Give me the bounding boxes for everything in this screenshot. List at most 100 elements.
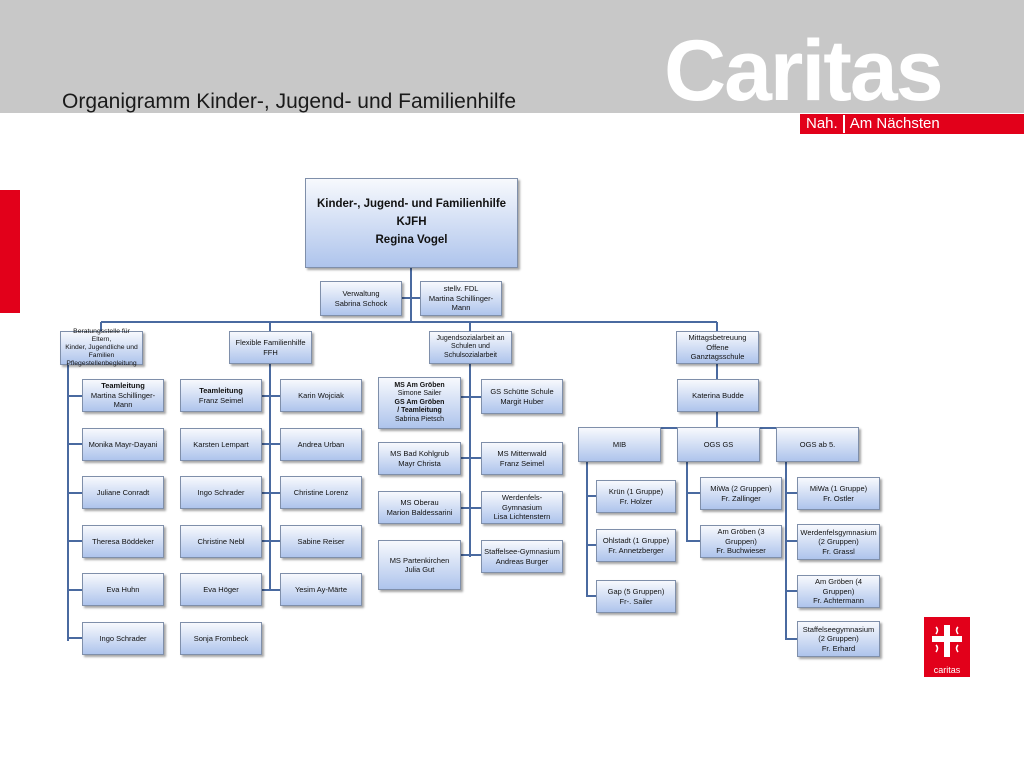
node-line: OGS GS: [703, 439, 734, 449]
node-line: stellv. FDL: [443, 284, 479, 294]
node-line: Mayr Christa: [398, 458, 441, 468]
org-node-location: MiWa (2 Gruppen)Fr. Zallinger: [700, 477, 782, 510]
node-line: Julia Gut: [404, 565, 435, 574]
node-line: Sabrina Pietsch: [394, 415, 445, 423]
node-line: Offene Ganztagsschule: [690, 342, 745, 362]
node-line: MS Mittenwald: [497, 449, 547, 459]
node-line: Ingo Schrader: [99, 633, 147, 643]
node-line: Karsten Lempart: [193, 439, 249, 449]
node-line: Beratungsstelle für Eltern,: [73, 328, 130, 344]
node-line: MiWa (1 Gruppe): [809, 484, 868, 494]
node-line: Teamleitung: [101, 381, 145, 391]
org-node-location: Am Gröben (3 Gruppen)Fr. Buchwieser: [700, 525, 782, 558]
node-line: Fr. Grassl: [822, 546, 855, 556]
org-node-staff: Ingo Schrader: [82, 622, 164, 655]
node-line: Andrea Urban: [297, 439, 345, 449]
node-line: MIB: [612, 439, 627, 449]
org-node-beratungsstelle: Beratungsstelle für Eltern,Kinder, Jugen…: [60, 328, 143, 367]
node-line: Lisa Lichtenstern: [493, 512, 551, 522]
node-line: Monika Mayr-Dayani: [88, 439, 158, 449]
logo-text: caritas: [933, 665, 961, 675]
org-node-staff: Sonja Frombeck: [180, 622, 262, 655]
node-line: Franz Seimel: [499, 458, 545, 468]
node-line: Kinder, Jugendliche und: [65, 344, 138, 352]
node-line: Staffelsee-Gymnasium: [484, 547, 560, 557]
node-line: GS Schütte Schule: [490, 387, 554, 397]
brand-tagline: Nah. Am Nächsten: [800, 114, 1024, 134]
org-node-katerina-budde: Katerina Budde: [677, 379, 759, 412]
node-line: / Teamleitung: [397, 407, 442, 415]
node-line: Mittagsbetreuung: [688, 333, 747, 343]
org-node-staff: Andrea Urban: [280, 428, 362, 461]
node-line: Fr. Holzer: [619, 496, 653, 506]
org-node-staff: Eva Huhn: [82, 573, 164, 606]
node-line: Christine Nebl: [197, 536, 245, 546]
node-line: (2 Gruppen): [818, 634, 859, 644]
node-line: Jugendsozialarbeit an: [436, 335, 505, 343]
node-line: Familien: [88, 351, 115, 359]
org-node-staff: Christine Lorenz: [280, 476, 362, 509]
node-line: Am Gröben (4 Gruppen): [814, 577, 863, 596]
org-node-ogs-ab5: OGS ab 5.: [776, 427, 859, 462]
org-node-kjfh: Kinder-, Jugend- und Familienhilfe KJFH …: [305, 178, 518, 268]
tagline-part-b: Am Nächsten: [849, 115, 940, 132]
node-line: Andreas Burger: [495, 556, 549, 566]
node-line: Theresa Böddeker: [92, 536, 154, 546]
node-line: Fr. Ostler: [823, 493, 854, 503]
node-line: MS Bad Kohlgrub: [390, 449, 449, 459]
node-line: MS Am Gröben: [394, 382, 445, 390]
org-node-location: Gap (5 Gruppen)Fr-. Sailer: [596, 580, 676, 613]
node-line: Martina Schillinger-Mann: [428, 293, 494, 313]
node-line: Am Gröben (3 Gruppen): [717, 527, 765, 546]
org-node-staff: Ingo Schrader: [180, 476, 262, 509]
node-line: Sabine Reiser: [297, 536, 345, 546]
node-line: Fr. Annetzberger: [608, 545, 664, 555]
node-line: Werdenfels-Gymnasium: [501, 493, 543, 512]
node-line: MS Oberau: [400, 498, 439, 508]
node-line: MiWa (2 Gruppen): [710, 484, 772, 494]
node-line: Eva Höger: [203, 584, 239, 594]
node-line: KJFH: [396, 216, 427, 229]
node-line: Kinder-, Jugend- und Familienhilfe: [316, 198, 507, 211]
node-line: Yesim Ay-Märte: [294, 584, 348, 594]
tagline-separator: [842, 115, 845, 133]
org-node-mib: MIB: [578, 427, 661, 462]
node-line: Fr. Zallinger: [721, 493, 761, 503]
node-line: Marion Baldessarini: [386, 507, 453, 517]
org-node-location: Krün (1 Gruppe)Fr. Holzer: [596, 480, 676, 513]
org-node-location: Staffelseegymnasium(2 Gruppen)Fr. Erhard: [797, 621, 880, 657]
caritas-logo: caritas: [924, 617, 970, 677]
accent-bar: [0, 190, 20, 313]
node-line: Fr. Achtermann: [813, 596, 864, 606]
brand-wordmark: Caritas: [664, 23, 944, 119]
node-line: OGS ab 5.: [799, 439, 836, 449]
node-line: (2 Gruppen): [818, 537, 859, 547]
node-line: GS Am Gröben: [394, 398, 445, 406]
tagline-part-a: Nah.: [806, 115, 838, 132]
org-node-staff: Theresa Böddeker: [82, 525, 164, 558]
org-node-staff: Christine Nebl: [180, 525, 262, 558]
node-line: Simone Sailer: [397, 390, 442, 398]
node-line: Margit Huber: [500, 396, 544, 406]
node-line: Martina Schillinger-Mann: [90, 390, 156, 410]
node-line: Schulsozialarbeit: [444, 351, 497, 359]
flame-cross-icon: [932, 625, 962, 657]
node-line: Gap (5 Gruppen): [607, 587, 665, 597]
node-line: Schulen und: [451, 343, 490, 351]
node-line: Fr-. Sailer: [619, 596, 653, 606]
org-node-location: Am Gröben (4 Gruppen)Fr. Achtermann: [797, 575, 880, 608]
node-line: Krün (1 Gruppe): [608, 487, 664, 497]
node-line: Sabrina Schock: [334, 298, 388, 308]
node-line: Verwaltung: [342, 289, 380, 299]
org-node-location: Ohlstadt (1 Gruppe)Fr. Annetzberger: [596, 529, 676, 562]
node-line: Fr. Erhard: [821, 643, 856, 653]
